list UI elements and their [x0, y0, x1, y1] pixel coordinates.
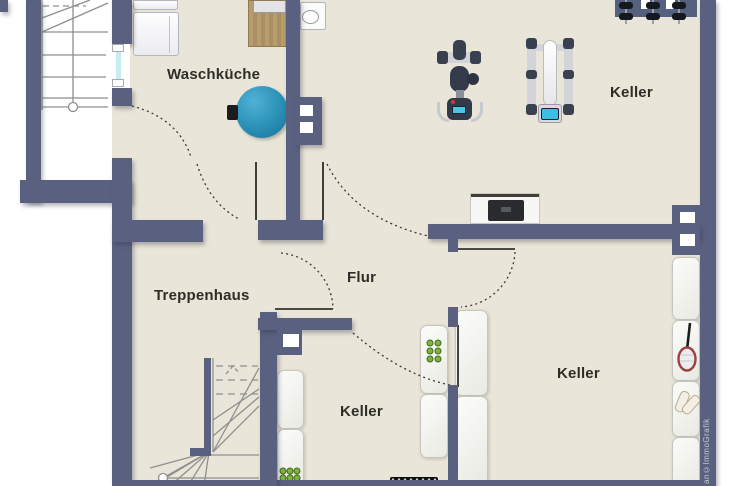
machine-cap — [526, 104, 537, 115]
wall-niche — [283, 334, 299, 347]
boiler-valve — [227, 105, 238, 120]
machine-cap — [563, 38, 574, 49]
boiler-tank-icon — [236, 86, 288, 138]
rack-slot — [666, 0, 675, 9]
wall-stair-bottom — [20, 180, 132, 203]
strength-machine-icon — [526, 38, 574, 125]
bike-grip — [470, 51, 481, 64]
room-label-keller-top: Keller — [610, 84, 653, 101]
machine-cap — [563, 104, 574, 115]
stair-spine-wall — [204, 358, 211, 455]
rack-slot — [641, 0, 650, 9]
chimney-vent-niche — [300, 105, 313, 116]
room-label-flur: Flur — [347, 269, 377, 286]
wall-stub-door — [448, 239, 458, 252]
wall-corner-fragment — [0, 0, 8, 12]
storage-shelf-icon — [672, 257, 700, 320]
chimney-vent-niche — [680, 234, 695, 246]
workbench-top-edge — [471, 194, 539, 197]
dumbbell-plate — [619, 13, 633, 20]
sink-counter-icon — [248, 0, 290, 47]
storage-shelf-icon — [420, 394, 448, 458]
dumbbell-bar — [625, 0, 627, 24]
exercise-bike-icon — [437, 40, 483, 124]
machine-cap — [526, 38, 537, 49]
wall-left-lower — [112, 158, 132, 480]
door-leaves — [255, 162, 515, 387]
dumbbell-bar — [678, 0, 680, 24]
wall-right — [700, 0, 716, 486]
window-glass — [116, 52, 121, 81]
room-label-waschkueche: Waschküche — [167, 66, 261, 83]
wall-basin-icon — [300, 2, 326, 30]
washing-machine-icon — [133, 0, 178, 10]
dumbbell-icon — [646, 0, 660, 24]
wall-stair-left — [26, 0, 41, 202]
watermark-text: an©ImmoGrafik — [702, 418, 711, 484]
workbench-vent — [501, 207, 511, 212]
machine-screen — [541, 108, 559, 120]
dumbbell-plate — [672, 13, 686, 20]
dumbbell-icon — [619, 0, 633, 24]
chimney-vent-niche — [300, 122, 313, 133]
window-sill — [112, 79, 124, 87]
bike-post — [456, 90, 464, 104]
chimney-vent-niche — [680, 212, 695, 223]
dumbbell-plate — [672, 2, 686, 9]
wall-flur-south-arm — [258, 318, 352, 330]
bike-stem — [453, 40, 466, 60]
wall-waschkueche-south-stub — [258, 220, 323, 240]
storage-shelf-icon — [455, 310, 488, 396]
dumbbell-plate — [646, 2, 660, 9]
room-label-keller-right: Keller — [557, 365, 600, 382]
counter-sink — [253, 1, 286, 13]
wall-left-top — [112, 0, 132, 44]
workbench-icon — [470, 193, 540, 224]
wall-divider-lower — [448, 385, 458, 480]
wall-bottom — [112, 480, 716, 486]
wall-keller-divider-horizontal — [428, 224, 700, 239]
wall-treppenhaus-east — [260, 312, 277, 486]
bike-foot — [437, 102, 449, 122]
bike-led — [451, 100, 455, 104]
storage-shelf-icon — [277, 370, 304, 429]
dumbbell-plate — [619, 2, 633, 9]
wall-treppenhaus-north — [112, 220, 203, 242]
bike-knob — [467, 73, 479, 85]
washing-machine-icon — [133, 12, 179, 56]
storage-shelf-icon — [420, 325, 448, 394]
machine-cap — [563, 70, 574, 79]
exterior-stairs-icon — [41, 0, 109, 113]
stair-spine-foot — [190, 448, 211, 456]
door-swing-arcs — [131, 105, 516, 387]
basin-bowl — [302, 10, 319, 24]
room-label-treppenhaus: Treppenhaus — [154, 287, 250, 304]
room-label-keller-mid: Keller — [340, 403, 383, 420]
dumbbell-plate — [646, 13, 660, 20]
dumbbell-bar — [652, 0, 654, 24]
bike-grip — [437, 51, 448, 64]
machine-cap — [526, 70, 537, 79]
window-sill — [112, 44, 124, 52]
bike-seat — [450, 66, 469, 92]
dumbbell-icon — [672, 0, 686, 24]
storage-shelf-icon — [672, 437, 700, 486]
wall-waschkueche-divider — [286, 0, 300, 223]
bike-screen — [452, 106, 466, 114]
wall-left-mid — [112, 88, 132, 106]
tennis-racket-icon — [677, 322, 697, 372]
machine-door-hinge — [169, 16, 176, 53]
sports-shoes-icon — [674, 390, 701, 415]
wall-divider-upper — [448, 307, 458, 327]
